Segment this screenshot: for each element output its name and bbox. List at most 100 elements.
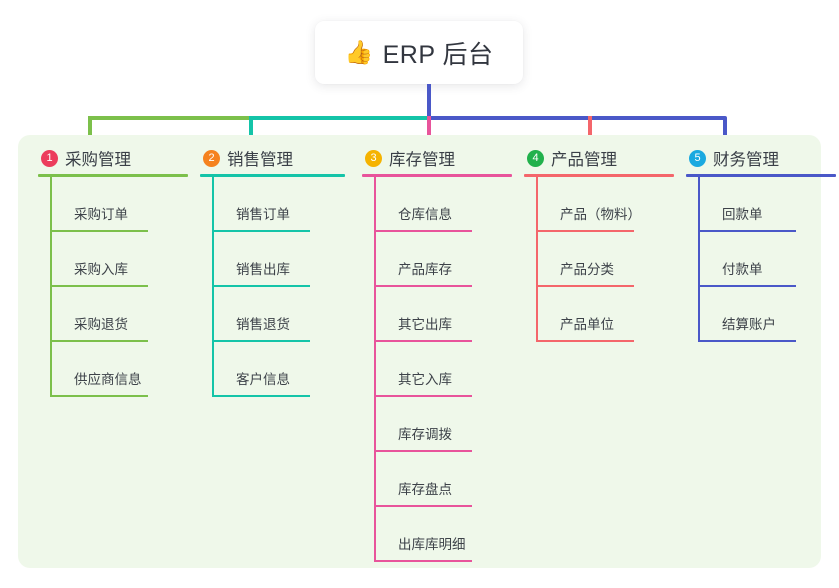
list-item-rule [700,285,796,287]
branch-column-2: 2 销售管理 销售订单 销售出库 销售退货 客户信息 [200,146,345,397]
branch-header-rule-5 [686,174,836,177]
list-item-rule [538,230,634,232]
list-item-label: 其它出库 [398,317,452,332]
branch-spine-2 [212,177,214,397]
list-item[interactable]: 仓库信息 [374,177,512,232]
list-item-rule [376,560,472,562]
branch-column-4: 4 产品管理 产品（物料） 产品分类 产品单位 [524,146,674,342]
list-item-label: 产品分类 [560,262,614,277]
list-item-label: 其它入库 [398,372,452,387]
root-node-label: 👍 ERP 后台 [344,35,493,71]
list-item-label: 产品库存 [398,262,452,277]
root-connector-vertical [427,84,431,117]
branch-column-1: 1 采购管理 采购订单 采购入库 采购退货 供应商信息 [38,146,188,397]
list-item-label: 产品单位 [560,317,614,332]
list-item-rule [376,285,472,287]
branch-items-1: 采购订单 采购入库 采购退货 供应商信息 [50,177,188,397]
list-item[interactable]: 产品单位 [536,287,674,342]
list-item-rule [700,340,796,342]
list-item[interactable]: 销售出库 [212,232,345,287]
list-item-label: 库存调拨 [398,427,452,442]
list-item[interactable]: 采购订单 [50,177,188,232]
branch-badge-4: 4 [527,149,544,167]
list-item-rule [214,340,310,342]
list-item-rule [214,230,310,232]
list-item-label: 仓库信息 [398,207,452,222]
branch-header-2[interactable]: 2 销售管理 [200,146,345,170]
list-item-label: 回款单 [722,207,763,222]
list-item[interactable]: 库存调拨 [374,397,512,452]
list-item[interactable]: 采购入库 [50,232,188,287]
branch-header-4[interactable]: 4 产品管理 [524,146,674,170]
branch-column-3: 3 库存管理 仓库信息 产品库存 其它出库 其它入库 库存调拨 [362,146,512,562]
list-item-label: 出库库明细 [398,537,466,552]
branch-header-rule-3 [362,174,512,177]
list-item[interactable]: 付款单 [698,232,836,287]
list-item-label: 库存盘点 [398,482,452,497]
list-item-rule [376,395,472,397]
list-item-rule [538,340,634,342]
list-item[interactable]: 产品库存 [374,232,512,287]
list-item-rule [376,340,472,342]
root-node-title: ERP 后台 [382,40,494,69]
list-item[interactable]: 出库库明细 [374,507,512,562]
branch-header-5[interactable]: 5 财务管理 [686,146,836,170]
list-item-label: 采购退货 [74,317,128,332]
list-item[interactable]: 结算账户 [698,287,836,342]
branch-spine-4 [536,177,538,342]
list-item-label: 销售订单 [236,207,290,222]
list-item-rule [52,340,148,342]
connector-bar-blue [429,116,725,120]
branch-title-2: 销售管理 [227,151,293,169]
branch-title-3: 库存管理 [389,151,455,169]
list-item[interactable]: 产品（物料） [536,177,674,232]
branch-spine-1 [50,177,52,397]
list-item[interactable]: 采购退货 [50,287,188,342]
list-item-rule [538,285,634,287]
branch-header-rule-1 [38,174,188,177]
list-item-rule [376,230,472,232]
list-item[interactable]: 库存盘点 [374,452,512,507]
branch-title-1: 采购管理 [65,151,131,169]
list-item[interactable]: 供应商信息 [50,342,188,397]
list-item[interactable]: 销售订单 [212,177,345,232]
list-item-label: 客户信息 [236,372,290,387]
list-item-label: 采购入库 [74,262,128,277]
list-item-rule [376,450,472,452]
branch-badge-3: 3 [365,149,382,167]
diagram-panel [18,135,821,568]
list-item-rule [52,230,148,232]
list-item-rule [214,285,310,287]
list-item-label: 产品（物料） [560,207,641,222]
list-item[interactable]: 回款单 [698,177,836,232]
branch-badge-2: 2 [203,149,220,167]
list-item-label: 销售出库 [236,262,290,277]
list-item-label: 结算账户 [722,317,776,332]
branch-badge-5: 5 [689,149,706,167]
branch-column-5: 5 财务管理 回款单 付款单 结算账户 [686,146,836,342]
list-item-label: 采购订单 [74,207,128,222]
list-item[interactable]: 其它入库 [374,342,512,397]
branch-items-5: 回款单 付款单 结算账户 [698,177,836,342]
branch-items-3: 仓库信息 产品库存 其它出库 其它入库 库存调拨 库存盘点 [374,177,512,562]
list-item-rule [700,230,796,232]
list-item[interactable]: 产品分类 [536,232,674,287]
connector-bar-teal [249,116,429,120]
list-item[interactable]: 客户信息 [212,342,345,397]
branch-header-1[interactable]: 1 采购管理 [38,146,188,170]
list-item[interactable]: 其它出库 [374,287,512,342]
branch-header-3[interactable]: 3 库存管理 [362,146,512,170]
branch-spine-5 [698,177,700,342]
branch-title-5: 财务管理 [713,151,779,169]
branch-badge-1: 1 [41,149,58,167]
list-item-label: 供应商信息 [74,372,142,387]
branch-items-4: 产品（物料） 产品分类 产品单位 [536,177,674,342]
list-item-label: 付款单 [722,262,763,277]
root-node[interactable]: 👍 ERP 后台 [315,21,523,84]
list-item[interactable]: 销售退货 [212,287,345,342]
thumbs-up-icon: 👍 [344,39,374,65]
branch-spine-3 [374,177,376,562]
branch-items-2: 销售订单 销售出库 销售退货 客户信息 [212,177,345,397]
list-item-rule [376,505,472,507]
